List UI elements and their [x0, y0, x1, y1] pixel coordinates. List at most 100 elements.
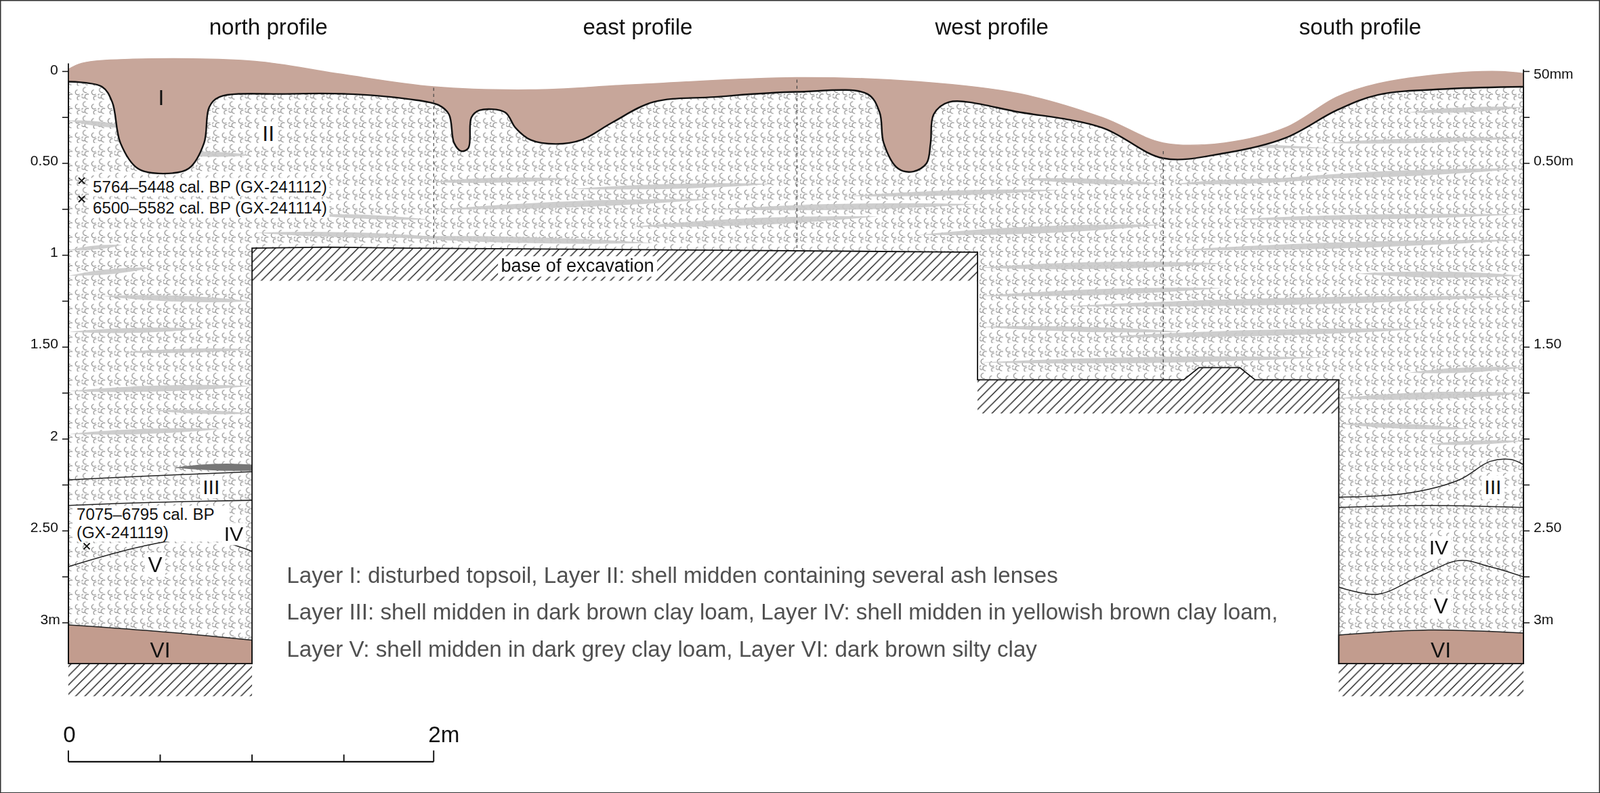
- radiocarbon-date: 5764–5448 cal. BP (GX-241112): [90, 177, 330, 196]
- layer-text: V: [1433, 594, 1448, 618]
- depth-label: 2: [50, 428, 59, 444]
- ash-lens: [1408, 106, 1524, 113]
- ash-lens: [68, 244, 123, 250]
- depth-label: 0: [50, 62, 59, 78]
- layer-label: II: [259, 121, 278, 146]
- scale-tick: [343, 753, 345, 762]
- layer-note: Layer I: disturbed topsoil, Layer II: sh…: [286, 556, 1058, 594]
- layer-label: V: [144, 552, 166, 577]
- depth-label: 50mm: [1533, 66, 1574, 82]
- axis-tick: [62, 484, 69, 486]
- ash-lenses: [68, 106, 1524, 445]
- ash-lens: [1338, 391, 1524, 400]
- ash-lens: [102, 294, 252, 303]
- layer-label: IV: [1425, 535, 1452, 559]
- ash-lens: [1224, 213, 1524, 220]
- layer-text: II: [262, 121, 275, 146]
- radiocarbon-date: 7075–6795 cal. BP (GX-241119): [74, 505, 230, 542]
- ash-lens: [1356, 271, 1524, 278]
- silty-clay-layer: [68, 624, 252, 664]
- ash-lens: [387, 235, 654, 244]
- topsoil-layer: [68, 58, 1524, 174]
- ash-lens: [632, 216, 878, 227]
- axis-tick: [1523, 208, 1530, 210]
- axis-tick: [1523, 484, 1530, 486]
- ash-lens: [1173, 178, 1327, 185]
- ash-lens: [979, 287, 1225, 297]
- silty-clay-layer: [1338, 629, 1524, 664]
- axis-tick: [1523, 392, 1530, 394]
- axis-tick: [62, 575, 69, 578]
- depth-label: 1.50: [1533, 335, 1562, 352]
- ash-lens: [979, 356, 1327, 364]
- profile-title: east profile: [582, 14, 693, 40]
- ash-lens: [68, 267, 154, 276]
- ash-lens: [428, 177, 572, 183]
- axis-tick: [1523, 300, 1530, 303]
- axis-tick: [62, 254, 69, 257]
- axis-tick: [62, 392, 69, 394]
- ash-lens: [68, 327, 204, 333]
- depth-label: 2.50: [1533, 519, 1562, 536]
- layer-text: III: [1484, 475, 1502, 498]
- ash-lens: [1326, 136, 1524, 143]
- axis-tick: [1523, 116, 1530, 118]
- ash-lens: [1061, 295, 1524, 307]
- layer-label: VI: [146, 638, 174, 662]
- layer-boundary: [68, 471, 252, 480]
- depth-label: 3m: [40, 611, 61, 628]
- axis-tick: [1523, 254, 1530, 257]
- layer-label: III: [199, 475, 223, 498]
- layer-text: IV: [1429, 535, 1449, 559]
- axis-tick: [62, 438, 69, 440]
- layer-text: IV: [224, 522, 244, 545]
- scale-label: 0: [62, 722, 76, 747]
- layer-text: III: [202, 475, 220, 498]
- ash-lens: [571, 182, 776, 189]
- depth-label: 0.50m: [1533, 153, 1574, 169]
- axis-tick: [62, 71, 69, 73]
- scale-label: 2m: [428, 722, 460, 747]
- ash-lens: [122, 348, 252, 353]
- profile-title: west profile: [934, 14, 1049, 40]
- profile-divider: [796, 79, 798, 251]
- ash-lens: [1173, 239, 1524, 250]
- layer-boundary: [1338, 560, 1524, 595]
- depth-label: 1.50: [30, 335, 59, 352]
- depth-label: 2.50: [30, 519, 59, 536]
- ash-lens: [979, 325, 1184, 332]
- ash-lens: [153, 409, 252, 414]
- sample-marker: [83, 542, 91, 549]
- profile-title: south profile: [1299, 14, 1422, 40]
- ash-lens: [713, 203, 980, 211]
- layer-text: VI: [150, 638, 171, 662]
- scale-tick: [159, 753, 162, 762]
- axis-tick: [1523, 575, 1530, 578]
- ash-lens: [1275, 167, 1524, 179]
- profile-title: north profile: [209, 14, 328, 40]
- ground-surface: [68, 58, 1524, 145]
- scale-tick: [432, 749, 435, 762]
- excavation-base-hatch: [1338, 663, 1524, 696]
- ash-lens: [1020, 178, 1164, 185]
- layer-text: VI: [1430, 638, 1451, 662]
- axis-tick: [62, 300, 69, 303]
- layer-label: I: [155, 86, 168, 110]
- axis-tick: [62, 116, 69, 118]
- layer-label: V: [1430, 594, 1451, 618]
- axis-tick: [1523, 438, 1530, 440]
- ash-lens: [846, 189, 1061, 197]
- layer-boundary: [68, 81, 1524, 175]
- scale-bar: [68, 760, 434, 763]
- ash-lens: [1428, 440, 1524, 446]
- ash-lens: [1102, 328, 1429, 338]
- excavation-base: base of excavation: [497, 256, 658, 277]
- axis-tick: [1523, 530, 1530, 532]
- axis-tick: [1523, 71, 1530, 73]
- axis-tick: [1523, 162, 1530, 164]
- depth-label: 0.50: [30, 153, 59, 169]
- ash-lens: [68, 428, 225, 435]
- midden-ground: [68, 81, 1524, 664]
- ash-lens: [1338, 422, 1470, 429]
